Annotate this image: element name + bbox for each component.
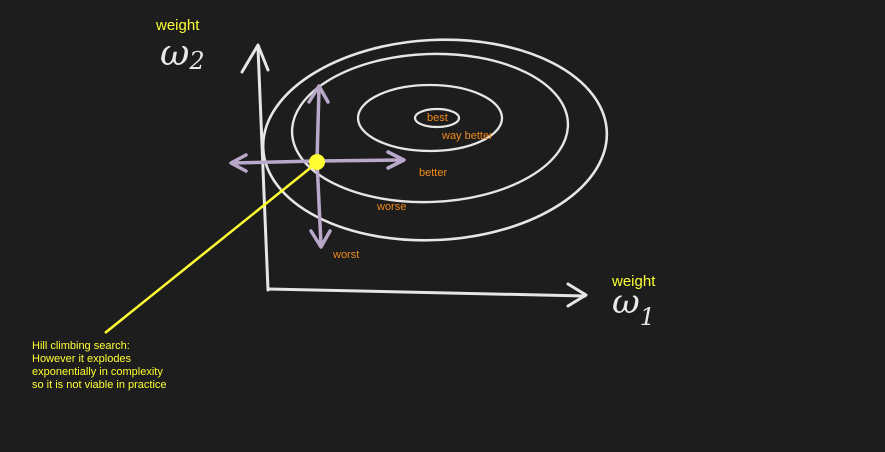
contour-inner xyxy=(356,83,504,153)
note-line-4: so it is not viable in practice xyxy=(32,379,167,391)
region-label-better: better xyxy=(419,167,448,179)
region-label-worst: worst xyxy=(333,249,360,261)
y-axis-arrowhead xyxy=(240,43,270,74)
y-axis-label: weight xyxy=(156,17,200,34)
y-axis-symbol-omega: ω xyxy=(160,33,190,74)
arrow-down-head xyxy=(309,229,332,249)
note-line-2: However it explodes xyxy=(32,353,132,365)
region-label-best: best xyxy=(427,112,448,124)
x-axis-symbol: ω1 xyxy=(612,282,655,329)
y-axis-line xyxy=(256,46,270,292)
current-position-dot xyxy=(309,154,325,170)
arrow-right xyxy=(315,158,404,163)
arrow-down xyxy=(315,159,323,247)
x-axis-symbol-omega: ω xyxy=(612,282,640,322)
x-axis-arrowhead xyxy=(566,282,588,308)
arrow-right-head xyxy=(386,150,406,170)
x-axis-line xyxy=(266,287,587,298)
note-line-3: exponentially in complexity xyxy=(32,366,163,378)
y-axis-symbol: ω2 xyxy=(160,33,205,75)
x-axis-symbol-subscript: 1 xyxy=(639,303,656,331)
y-axis-symbol-subscript: 2 xyxy=(189,47,205,75)
arrow-up xyxy=(315,86,321,163)
x-axis-label: weight xyxy=(612,273,656,290)
annotation-pointer-line xyxy=(104,164,315,334)
region-label-way-better: way better xyxy=(442,130,493,142)
hill-climbing-note: Hill climbing search: However it explode… xyxy=(32,340,232,392)
region-label-worse: worse xyxy=(377,201,407,213)
arrow-left xyxy=(231,159,319,165)
hill-climb-arrows xyxy=(229,84,406,249)
contour-core xyxy=(413,107,461,129)
contour-middle xyxy=(290,52,570,204)
note-line-1: Hill climbing search: xyxy=(32,340,130,352)
arrow-up-head xyxy=(307,84,330,104)
arrow-left-head xyxy=(229,153,248,173)
